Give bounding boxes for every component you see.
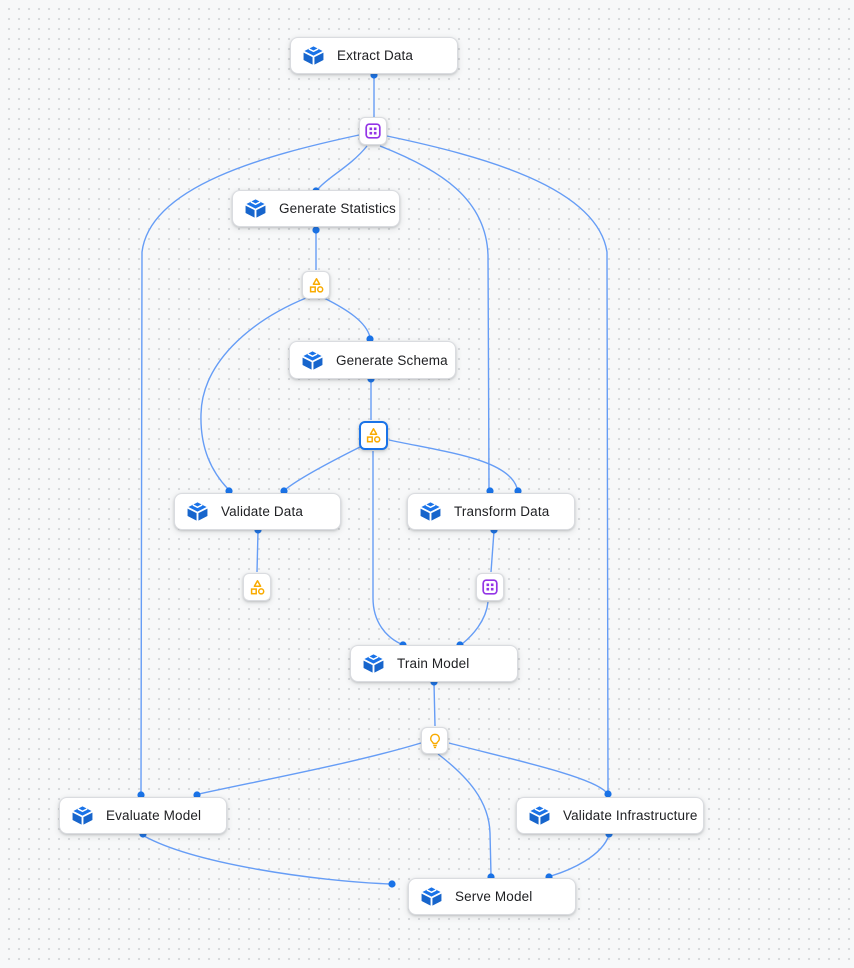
component-node-label: Generate Schema <box>336 352 448 368</box>
edge-statistics-artifact-to-validate-data <box>200 297 307 490</box>
edge-endpoint-dot <box>604 790 612 798</box>
artifact-node-statistics-artifact[interactable] <box>302 271 330 299</box>
edge-dataset-2-to-train-model <box>461 601 489 645</box>
artifact-node-schema-artifact[interactable] <box>359 421 388 450</box>
artifact-node-dataset-1[interactable] <box>359 117 387 145</box>
artifact-icon <box>309 277 323 293</box>
artifact-node-anomalies-artifact[interactable] <box>243 573 271 601</box>
edge-endpoint-dot <box>312 226 320 234</box>
edge-endpoint-dot <box>193 791 201 799</box>
component-node-train-model[interactable]: Train Model <box>350 645 518 682</box>
edge-model-artifact-to-validate-infrastructure <box>448 742 607 793</box>
edge-endpoint-dot <box>366 335 374 343</box>
component-cube-icon <box>245 199 266 218</box>
edge-model-artifact-to-serve-model <box>437 753 492 876</box>
model-icon <box>429 733 440 748</box>
edge-model-artifact-to-evaluate-model <box>198 742 422 795</box>
edge-statistics-artifact-to-generate-schema <box>323 297 371 338</box>
component-node-generate-statistics[interactable]: Generate Statistics <box>232 190 400 227</box>
edge-dataset-1-to-generate-statistics <box>317 145 368 190</box>
component-cube-icon <box>420 502 441 521</box>
edge-train-model-to-model-artifact <box>433 682 436 727</box>
component-node-validate-data[interactable]: Validate Data <box>174 493 341 530</box>
component-node-label: Extract Data <box>337 48 414 63</box>
component-node-label: Serve Model <box>455 889 533 904</box>
component-node-label: Transform Data <box>454 504 550 519</box>
edge-dataset-1-to-transform-data <box>379 145 490 489</box>
edge-schema-artifact-to-validate-data <box>285 446 361 490</box>
component-node-label: Train Model <box>397 656 470 671</box>
dataset-icon <box>482 579 498 595</box>
edge-endpoint-dot <box>514 487 522 495</box>
component-node-transform-data[interactable]: Transform Data <box>407 493 575 530</box>
artifact-icon <box>366 428 381 443</box>
component-cube-icon <box>303 46 324 65</box>
edge-dataset-1-to-evaluate-model <box>140 134 360 793</box>
component-node-label: Validate Data <box>221 504 304 519</box>
edge-endpoint-dot <box>225 487 233 495</box>
dataset-icon <box>365 123 381 139</box>
component-node-extract-data[interactable]: Extract Data <box>290 37 458 74</box>
edge-endpoint-dot <box>388 880 396 888</box>
edge-evaluate-model-to-serve-model <box>143 835 391 885</box>
edge-schema-artifact-to-transform-data <box>388 439 518 489</box>
edge-transform-data-to-dataset-2 <box>490 530 495 573</box>
component-cube-icon <box>529 806 550 825</box>
component-cube-icon <box>302 350 323 370</box>
component-cube-icon <box>421 887 442 906</box>
component-cube-icon <box>363 654 384 673</box>
edge-dataset-1-to-validate-infrastructure <box>386 135 609 792</box>
component-node-label: Evaluate Model <box>106 808 202 823</box>
component-node-serve-model[interactable]: Serve Model <box>408 878 576 915</box>
artifact-icon <box>250 579 264 595</box>
component-cube-icon <box>187 502 208 521</box>
edge-endpoint-dot <box>137 791 145 799</box>
artifact-node-model-artifact[interactable] <box>421 727 448 754</box>
edge-schema-artifact-to-train-model <box>372 451 402 645</box>
edge-endpoint-dot <box>486 487 494 495</box>
edge-validate-data-to-anomalies-artifact <box>256 530 259 573</box>
edge-endpoint-dot <box>280 487 288 495</box>
component-node-validate-infrastructure[interactable]: Validate Infrastructure <box>516 797 704 834</box>
edge-validate-infrastructure-to-serve-model <box>550 834 610 877</box>
artifact-node-dataset-2[interactable] <box>476 573 504 601</box>
component-node-label: Validate Infrastructure <box>563 808 698 823</box>
component-node-evaluate-model[interactable]: Evaluate Model <box>59 797 227 834</box>
component-node-generate-schema[interactable]: Generate Schema <box>289 341 456 379</box>
component-cube-icon <box>72 806 93 825</box>
component-node-label: Generate Statistics <box>279 201 396 216</box>
